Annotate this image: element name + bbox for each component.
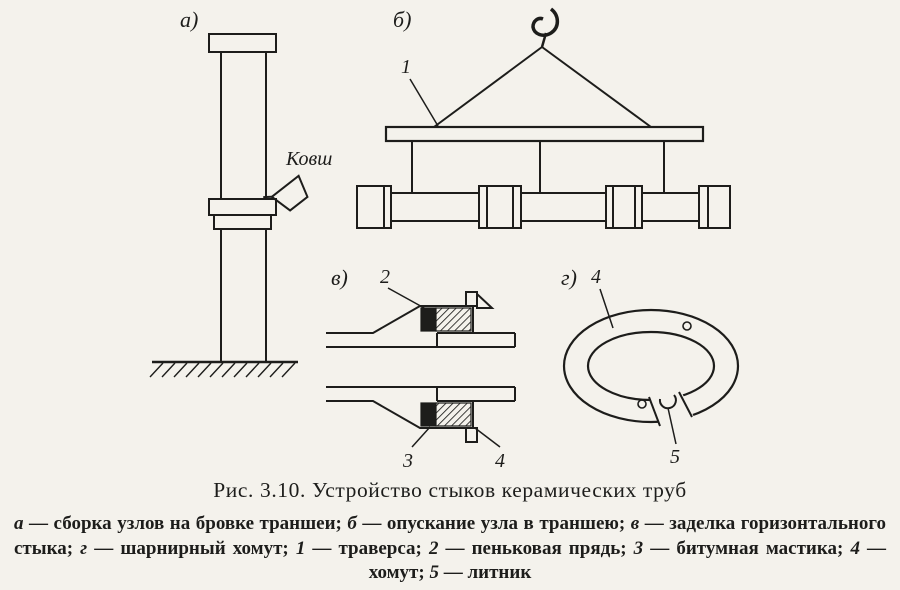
traverse-beam <box>384 125 705 143</box>
callout-2-label: 2 <box>380 266 390 288</box>
panel-v-drawing: в) <box>326 265 516 472</box>
legend-term: 5 <box>429 562 439 584</box>
panel-g-drawing: г) 4 5 <box>561 265 740 468</box>
callout-3-leader <box>411 426 431 448</box>
legend-desc: — хомут; <box>368 537 887 584</box>
legend-term: г <box>80 537 88 559</box>
bolt-hole <box>682 321 692 331</box>
callout-5-label: 5 <box>670 446 680 468</box>
callout-4g-leader <box>599 288 614 329</box>
sprue-lug <box>658 394 677 410</box>
panel-v-label: в) <box>331 265 348 290</box>
legend-desc: — пеньковая прядь; <box>438 537 634 559</box>
callout-2-leader <box>387 287 427 310</box>
legend-item: 4 — хомут; <box>369 538 886 584</box>
callout-4v-label: 4 <box>495 450 505 472</box>
legend-term: в <box>630 513 640 534</box>
pipe-string <box>356 185 731 229</box>
legend-desc: — литник <box>438 562 532 584</box>
legend-term: а <box>14 513 24 534</box>
figure-legend: а — сборка узлов на бровке траншеи; б — … <box>14 512 886 586</box>
legend-desc: — заделка горизонтального стыка; <box>14 513 886 559</box>
legend-item: б — опускание узла в траншею; <box>347 513 630 534</box>
joint-clamp <box>465 291 495 443</box>
panel-a-label: а) <box>180 7 198 32</box>
legend-item: в — заделка горизонтального стыка; <box>14 513 886 559</box>
legend-item: а — сборка узлов на бровке траншеи; <box>14 513 347 534</box>
legend-term: 2 <box>428 537 439 559</box>
figure-drawing: а) <box>149 7 740 472</box>
legend-item: 3 — битумная мастика; <box>634 538 851 559</box>
bucket-label: Ковш <box>285 148 332 170</box>
panel-a-drawing: а) <box>149 7 332 378</box>
callout-1-label: 1 <box>401 56 411 78</box>
legend-term: б <box>347 513 357 534</box>
callout-3-label: 3 <box>402 450 413 472</box>
figure-caption: Рис. 3.10. Устройство стыков керамически… <box>213 478 687 502</box>
joint-seals <box>420 307 472 427</box>
bolt-hole <box>637 399 647 409</box>
legend-desc: — сборка узлов на бровке траншеи; <box>23 513 348 534</box>
legend-item: 2 — пеньковая прядь; <box>429 538 634 559</box>
panel-b-label: б) <box>393 7 411 32</box>
legend-desc: — битумная мастика; <box>643 537 851 559</box>
legend-item: 5 — литник <box>429 562 531 583</box>
sling-lines <box>433 46 652 128</box>
callout-4g-label: 4 <box>591 266 601 288</box>
callout-1-leader <box>409 78 439 127</box>
panel-g-label: г) <box>561 265 577 290</box>
bucket-icon <box>263 174 309 212</box>
legend-item: г — шарнирный хомут; <box>80 538 296 559</box>
hanger-lines <box>411 141 665 192</box>
panel-b-drawing: б) <box>356 7 731 229</box>
legend-term: 3 <box>633 537 644 559</box>
legend-desc: — шарнирный хомут; <box>87 537 296 559</box>
ground-hatching <box>149 360 298 378</box>
legend-term: 1 <box>295 537 306 559</box>
callout-5-leader <box>667 407 677 445</box>
legend-term: 4 <box>850 537 860 559</box>
callout-4v-leader <box>474 427 501 448</box>
legend-item: 1 — траверса; <box>296 538 429 559</box>
legend-desc: — траверса; <box>305 537 429 559</box>
crane-hook-icon <box>531 7 560 48</box>
clamp-ring <box>562 308 740 430</box>
legend-desc: — опускание узла в траншею; <box>356 513 631 534</box>
